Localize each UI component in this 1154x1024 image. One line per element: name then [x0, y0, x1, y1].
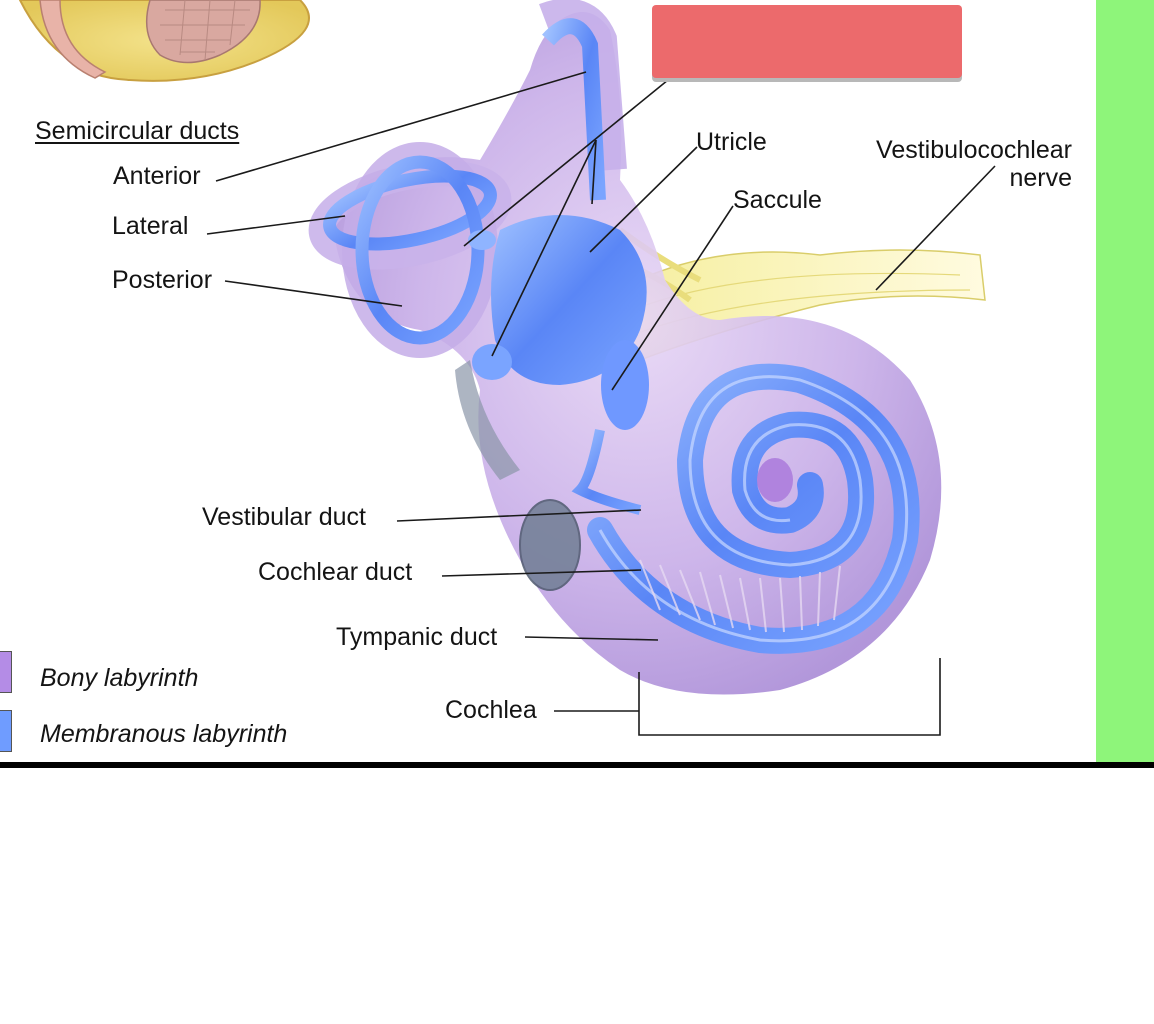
- leader-line-cochlear-duct: [441, 569, 642, 577]
- leader-line-ampulla-3: [591, 139, 597, 205]
- leader-line-ampulla-2: [491, 139, 597, 357]
- leader-line-saccule: [611, 205, 734, 391]
- leader-line-utricle: [589, 146, 698, 253]
- membranous-labyrinth-graphic: [323, 18, 920, 654]
- label-posterior: Posterior: [112, 266, 213, 294]
- legend-label-bony: Bony labyrinth: [40, 664, 199, 692]
- label-cochlea: Cochlea: [445, 696, 537, 724]
- label-anterior: Anterior: [113, 162, 201, 190]
- label-vestibular-duct: Vestibular duct: [202, 503, 366, 531]
- legend-swatch-membranous: [0, 710, 12, 752]
- leader-line-lateral: [206, 215, 346, 235]
- leader-line-posterior: [224, 280, 403, 307]
- legend-label-membranous: Membranous labyrinth: [40, 720, 288, 748]
- label-saccule: Saccule: [733, 186, 822, 214]
- leader-line-ampulla-1: [463, 79, 669, 247]
- leader-line-nerve: [875, 165, 996, 291]
- label-nerve: nerve: [1009, 164, 1072, 192]
- legend-swatch-bony: [0, 651, 12, 693]
- leader-lines: [206, 71, 996, 736]
- divider-bar: [0, 762, 1154, 768]
- leader-line-anterior: [215, 71, 587, 182]
- label-cover-box: [652, 5, 962, 78]
- side-panel: [1096, 0, 1154, 762]
- cochlea-bracket: [638, 658, 941, 736]
- ear-fragment-graphic: [18, 0, 310, 82]
- heading-semicircular-ducts: Semicircular ducts: [35, 117, 240, 145]
- label-lateral: Lateral: [112, 212, 189, 240]
- label-vestibulocochlear: Vestibulocochlear: [876, 136, 1072, 164]
- label-utricle: Utricle: [696, 128, 767, 156]
- label-tympanic-duct: Tympanic duct: [336, 623, 498, 651]
- leader-line-vestibular-duct: [396, 509, 642, 522]
- label-cochlear-duct: Cochlear duct: [258, 558, 413, 586]
- leader-line-tympanic-duct: [524, 636, 659, 641]
